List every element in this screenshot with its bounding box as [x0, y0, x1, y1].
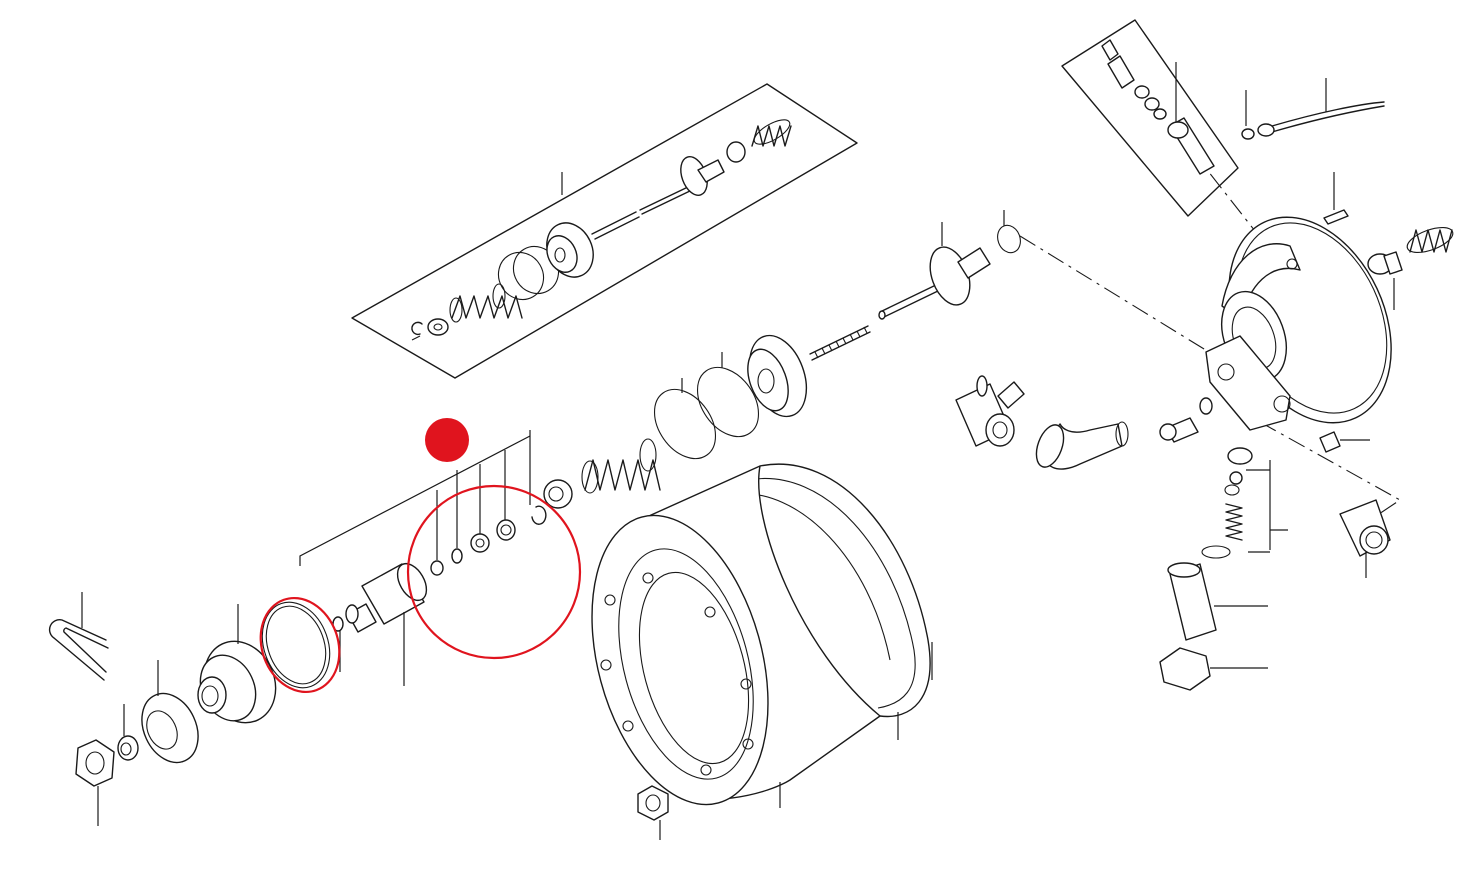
box-washer [427, 318, 449, 336]
box-ring-1 [497, 251, 545, 301]
piston-ring-1 [653, 388, 717, 460]
box-spring [449, 283, 523, 323]
small-parts-circle [406, 484, 582, 660]
box-clip [411, 321, 423, 336]
brake-chamber-housing [1205, 216, 1392, 431]
lower-left-parts [48, 562, 428, 826]
small-parts-group [299, 430, 547, 576]
vertical-valve-stack [1159, 447, 1288, 691]
small-seal [451, 548, 463, 564]
valve-housing [197, 604, 277, 724]
small-circlip [531, 505, 547, 525]
hose-bend [1035, 421, 1129, 470]
right-elbow-fitting [1339, 499, 1391, 578]
main-piston [747, 334, 808, 418]
brake-drum [591, 463, 933, 840]
o-ring-circle [259, 596, 341, 694]
small-ball [430, 560, 444, 576]
main-spring [581, 438, 661, 494]
valve-core [332, 562, 428, 686]
piston-ring-2 [696, 366, 760, 438]
large-o-ring [261, 601, 331, 689]
stack-ball [1229, 471, 1243, 485]
sensor-parts [1101, 39, 1215, 175]
elbow-fitting [955, 375, 1025, 447]
box-small-spring [751, 125, 792, 147]
stack-spring [1225, 503, 1243, 541]
main-axis-parts [543, 210, 1021, 509]
top-o-ring [997, 224, 1021, 254]
small-washer-1 [470, 533, 490, 553]
drum-nut [637, 785, 669, 821]
hex-nut-left [75, 739, 115, 787]
spacer-cup [543, 479, 573, 509]
box-cap [726, 141, 746, 163]
main-diaphragm [929, 222, 991, 306]
sensor-subassembly-box [1061, 19, 1239, 217]
bolt-washer [1199, 397, 1213, 415]
stack-o-ring [1201, 545, 1231, 559]
stack-seal [1224, 484, 1240, 496]
stack-nipple [1227, 447, 1253, 465]
valve-subassembly-box [351, 83, 858, 379]
right-side-assembly [955, 19, 1454, 691]
selected-part-dot[interactable] [425, 418, 469, 462]
sensor-cable [1241, 78, 1385, 140]
small-washer-2 [496, 519, 516, 541]
box-piston [546, 222, 594, 278]
u-bracket [48, 619, 107, 681]
stack-hex-nut [1159, 647, 1211, 691]
locating-pin [1323, 209, 1349, 225]
right-spring [1409, 229, 1453, 253]
retainer-nut [141, 660, 199, 764]
side-screw [1319, 431, 1341, 453]
